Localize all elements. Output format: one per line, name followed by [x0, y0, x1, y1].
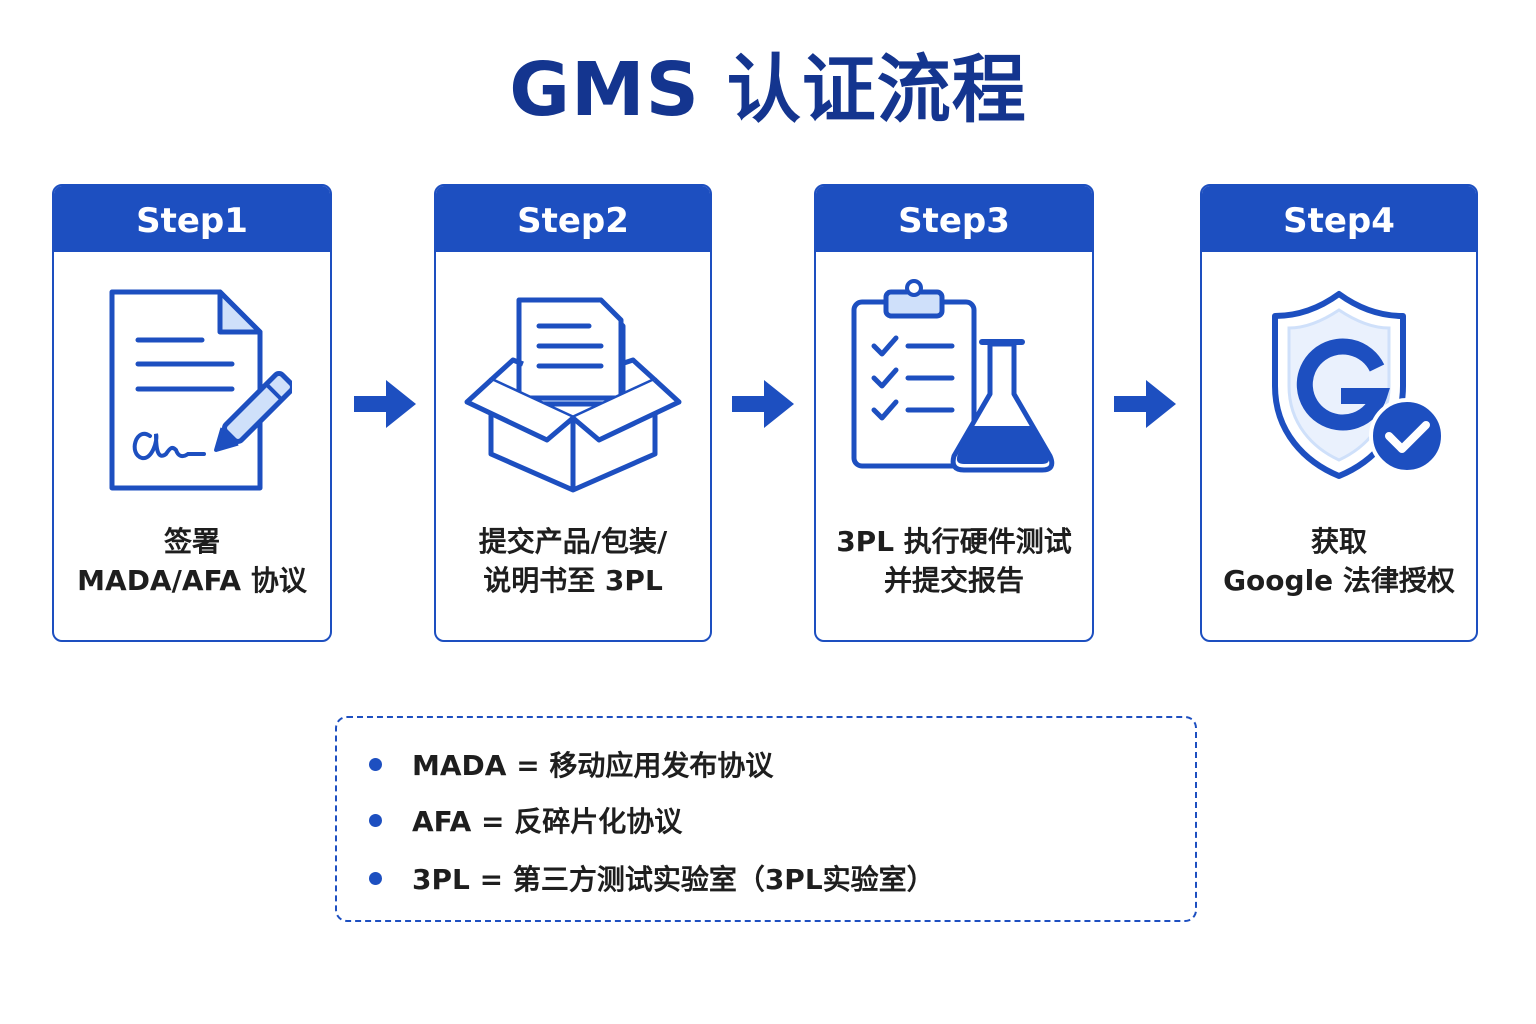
google-shield-check-icon — [1202, 276, 1476, 516]
step-text-line: 提交产品/包装/ — [478, 525, 668, 558]
step-text-line: 获取 — [1310, 525, 1367, 558]
step-card-4: Step4 获取 Google 法律授权 — [1200, 184, 1478, 642]
clipboard-flask-icon — [816, 276, 1092, 516]
legend-item-afa: AFA = 反碎片化协议 — [369, 802, 682, 842]
step-text-line: 签署 — [163, 525, 220, 558]
legend-item-mada: MADA = 移动应用发布协议 — [369, 746, 773, 786]
step-card-3: Step3 3PL 执行硬件测试 并提交报告 — [814, 184, 1094, 642]
document-signature-icon — [54, 276, 330, 516]
legend-item-3pl: 3PL = 第三方测试实验室（3PL实验室） — [369, 860, 935, 900]
step-text-line: Google 法律授权 — [1223, 564, 1455, 597]
step-text-line: 3PL 执行硬件测试 — [836, 525, 1072, 558]
step-header-1: Step1 — [54, 186, 330, 252]
bullet-icon — [369, 871, 382, 885]
bullet-icon — [369, 813, 382, 827]
legend-definition: = 反碎片化协议 — [481, 805, 683, 838]
legend-box: MADA = 移动应用发布协议 AFA = 反碎片化协议 3PL = 第三方测试… — [335, 716, 1197, 922]
step-text-2: 提交产品/包装/ 说明书至 3PL — [436, 522, 710, 600]
step-text-line: MADA/AFA 协议 — [77, 564, 307, 597]
page-title: GMS 认证流程 — [509, 47, 1027, 133]
right-arrow-icon — [730, 378, 796, 430]
legend-definition: = 第三方测试实验室（3PL实验室） — [479, 863, 935, 896]
step-card-2: Step2 提交产品/包装/ 说明书至 3PL — [434, 184, 712, 642]
step-text-line: 并提交报告 — [883, 564, 1024, 597]
right-arrow-icon — [352, 378, 418, 430]
step-card-1: Step1 签署 MADA/AFA 协议 — [52, 184, 332, 642]
bullet-icon — [369, 757, 382, 771]
step-text-4: 获取 Google 法律授权 — [1202, 522, 1476, 600]
box-document-icon — [436, 276, 710, 516]
step-header-3: Step3 — [816, 186, 1092, 252]
step-text-line: 说明书至 3PL — [483, 564, 663, 597]
step-header-4: Step4 — [1202, 186, 1476, 252]
right-arrow-icon — [1112, 378, 1178, 430]
legend-term: MADA — [412, 749, 507, 782]
legend-definition: = 移动应用发布协议 — [516, 749, 774, 782]
step-text-1: 签署 MADA/AFA 协议 — [54, 522, 330, 600]
step-text-3: 3PL 执行硬件测试 并提交报告 — [816, 522, 1092, 600]
legend-term: 3PL — [412, 863, 470, 896]
step-header-2: Step2 — [436, 186, 710, 252]
legend-term: AFA — [412, 805, 472, 838]
